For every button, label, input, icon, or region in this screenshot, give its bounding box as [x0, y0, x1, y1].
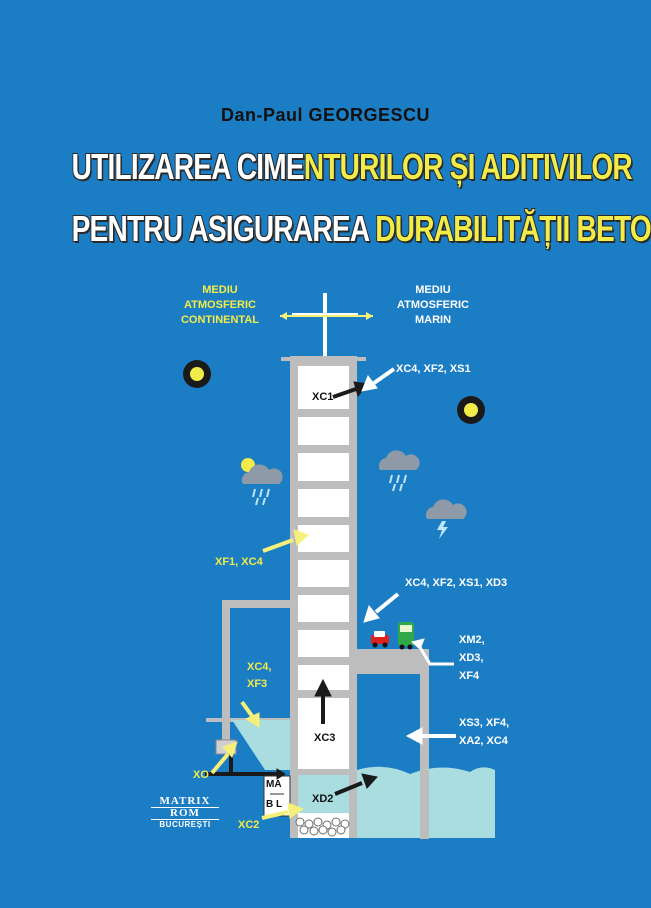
title-line-2-yellow: DURABILITĂȚII BETONULUI: [375, 208, 651, 249]
logo-line-1: MATRIX: [151, 796, 219, 808]
bus-icon: [398, 622, 414, 650]
black-arrows: [276, 381, 378, 796]
label-top-right: XC4, XF2, XS1: [396, 363, 471, 375]
cloud-rain-sun-icon: [241, 458, 283, 506]
env-marine-label: MEDIU ATMOSFERIC MARIN: [393, 283, 473, 328]
label-xc4-xf3: XC4, XF3: [247, 660, 271, 692]
label-xo: XO: [193, 769, 209, 781]
sun-icon-left: [183, 360, 211, 388]
env-right-line-3: MARIN: [414, 314, 452, 326]
title-line-1-yellow: NTURILOR ȘI ADITIVILOR: [303, 146, 633, 187]
env-continental-label: MEDIU ATMOSFERIC CONTINENTAL: [180, 283, 260, 328]
label-xs3-xa2: XS3, XF4, XA2, XC4: [459, 716, 509, 749]
label-xa2-xc4: XA2, XC4: [459, 735, 508, 747]
label-mid-right: XC4, XF2, XS1, XD3: [405, 577, 508, 589]
label-xm2: XM2,: [459, 634, 485, 646]
author-name: Dan-Paul GEORGESCU: [220, 105, 431, 125]
yellow-arrows: [210, 529, 309, 820]
logo-line-3: BUCUREȘTI: [159, 820, 211, 829]
label-xf3: XF3: [247, 678, 268, 690]
title-line-1-white: UTILIZAREA CIME: [71, 146, 305, 187]
car-icon: [371, 631, 389, 648]
sun-icon-right: [457, 396, 485, 424]
title-line-2-white: PENTRU ASIGURAREA: [71, 208, 376, 249]
title-line-1: UTILIZAREA CIMENTURILOR ȘI ADITIVILOR: [71, 146, 633, 188]
logo-line-2: ROM: [151, 808, 219, 820]
label-xc4: XC4,: [247, 661, 272, 673]
sign-text-1: MA: [266, 779, 282, 790]
env-right-line-1: MEDIU: [415, 284, 451, 296]
env-right-line-2: ATMOSFERIC: [397, 299, 469, 311]
cloud-rain-icon: [378, 450, 420, 492]
cloud-lightning-icon: [425, 499, 467, 539]
label-xs3-xf4: XS3, XF4,: [459, 717, 510, 729]
compass-cross: [280, 293, 373, 358]
env-left-line-3: CONTINENTAL: [180, 314, 259, 326]
sign-text-2: B L: [266, 799, 283, 810]
env-left-line-2: ATMOSFERIC: [184, 299, 256, 311]
env-left-line-1: MEDIU: [202, 284, 238, 296]
label-xc2: XC2: [238, 819, 260, 831]
label-xd2: XD2: [312, 793, 334, 805]
label-xf4: XF4: [459, 670, 480, 682]
label-xd3: XD3,: [459, 652, 484, 664]
label-xc1: XC1: [312, 391, 334, 403]
label-xc3: XC3: [314, 732, 336, 744]
building: [281, 356, 366, 838]
white-arrows: [361, 367, 456, 745]
publisher-logo: MATRIX ROM BUCUREȘTI: [151, 796, 219, 830]
title-line-2: PENTRU ASIGURAREA DURABILITĂȚII BETONULU…: [71, 208, 651, 250]
label-xf1-xc4: XF1, XC4: [215, 556, 263, 568]
right-platform: [357, 649, 495, 839]
label-xm2-xd3-xf4: XM2, XD3, XF4: [459, 633, 485, 684]
